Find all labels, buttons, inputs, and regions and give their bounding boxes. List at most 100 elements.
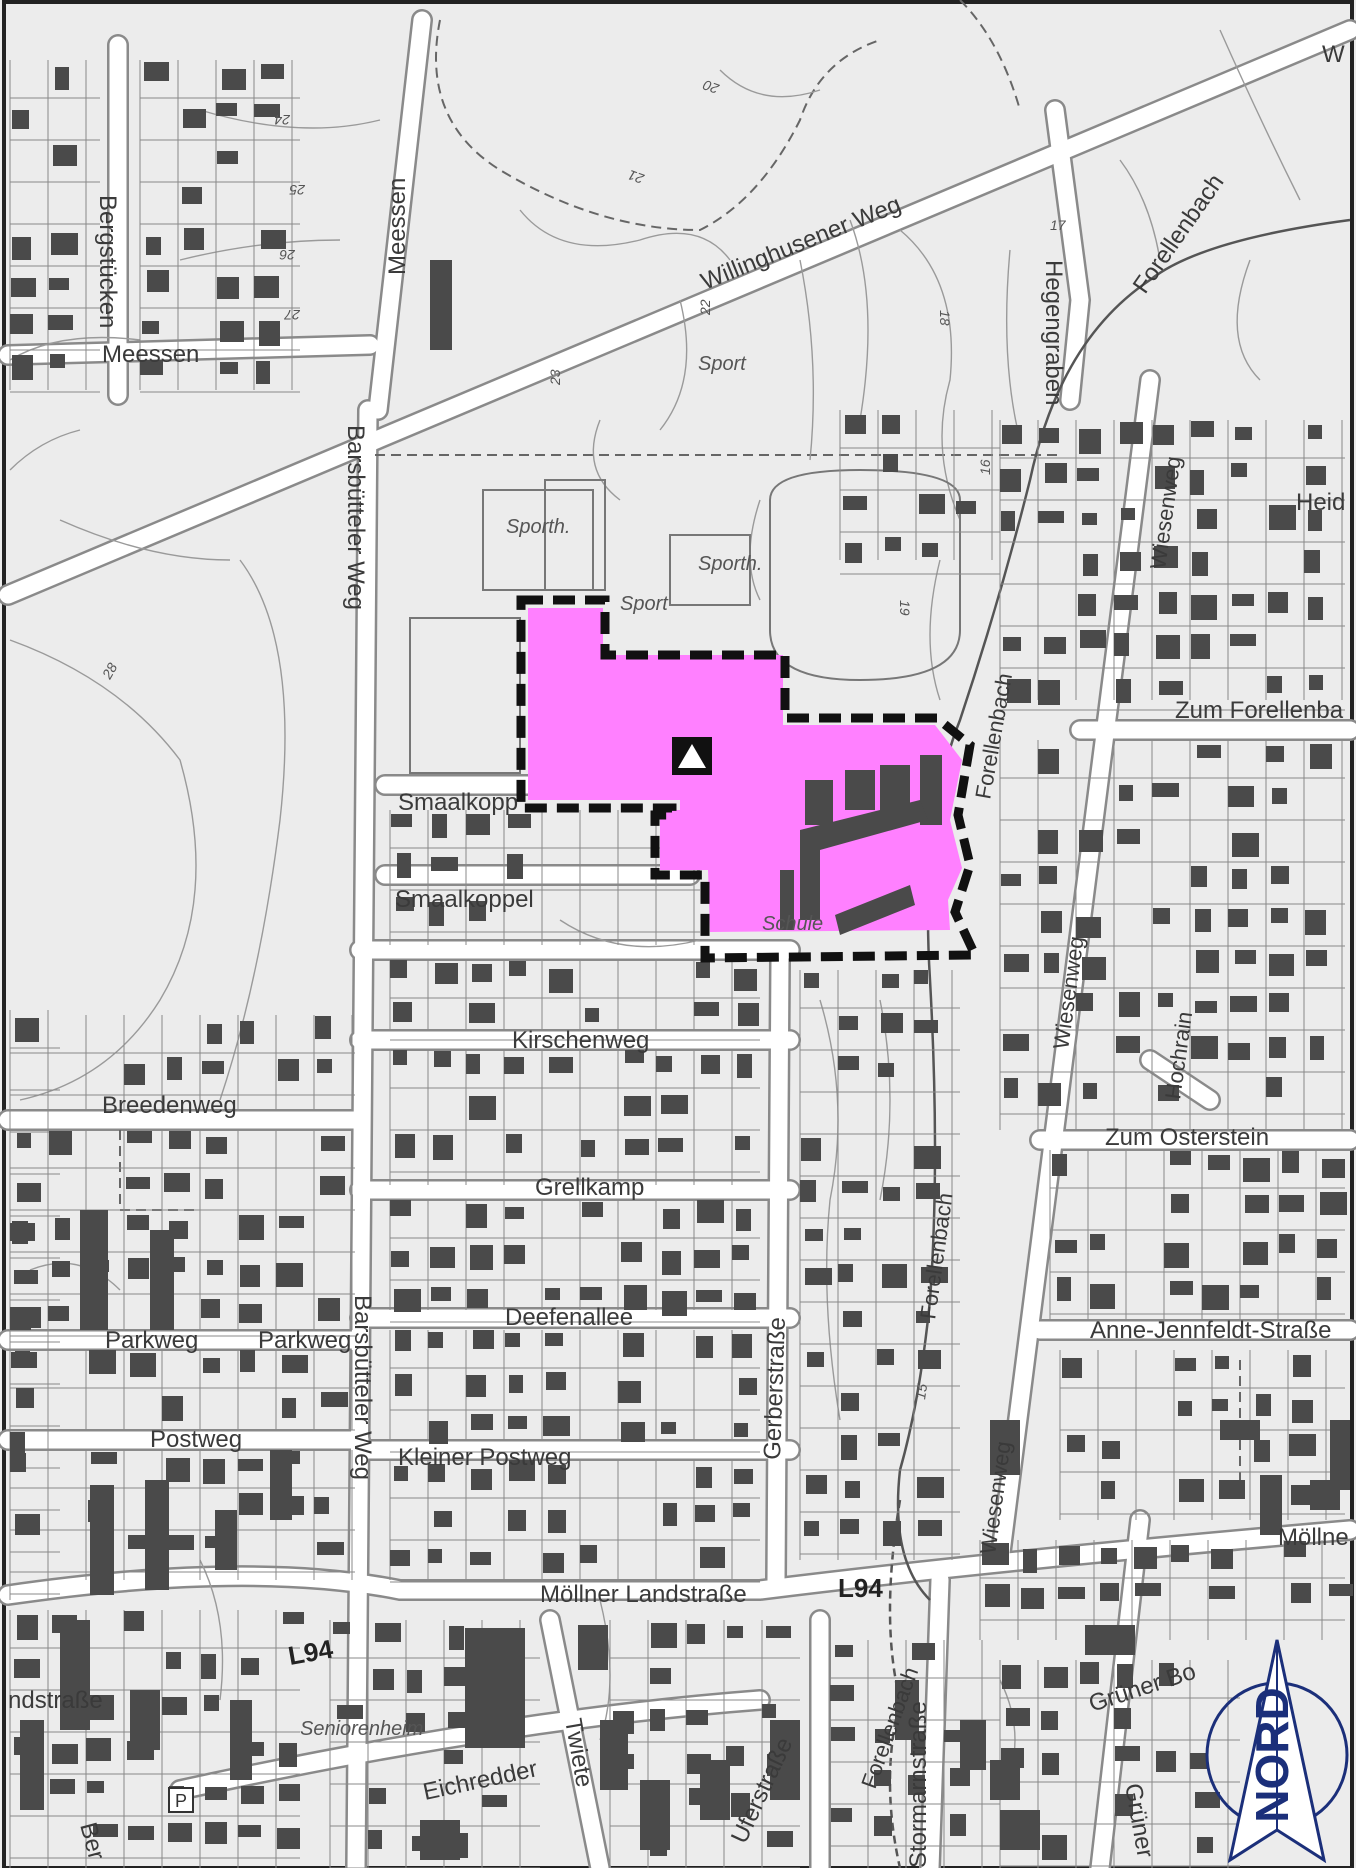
- street-label-kleiner-postweg: Kleiner Postweg: [398, 1444, 571, 1471]
- building: [504, 1057, 524, 1074]
- building: [580, 1287, 602, 1300]
- building: [696, 1467, 712, 1488]
- building: [546, 1372, 566, 1390]
- building: [1305, 910, 1326, 935]
- building: [1267, 676, 1282, 693]
- area-label-sporth-1: Sporth.: [506, 516, 570, 538]
- building: [1080, 1662, 1099, 1684]
- building: [1039, 428, 1059, 443]
- building: [1115, 1794, 1133, 1816]
- building: [1317, 1239, 1337, 1258]
- building: [585, 1008, 599, 1022]
- contour-label: 26: [279, 247, 296, 263]
- building: [663, 1503, 677, 1526]
- building: [393, 1002, 412, 1022]
- building: [15, 1514, 40, 1535]
- building: [1038, 680, 1060, 705]
- building: [916, 1311, 930, 1323]
- building: [469, 1003, 495, 1023]
- building: [124, 1611, 144, 1631]
- building: [1002, 1665, 1021, 1689]
- building: [128, 1258, 149, 1279]
- building: [701, 1055, 720, 1074]
- building: [874, 1816, 892, 1836]
- building: [1117, 829, 1140, 844]
- building: [1039, 866, 1057, 884]
- building: [990, 1420, 1020, 1475]
- building: [625, 1050, 644, 1063]
- building: [736, 1209, 751, 1231]
- building: [396, 897, 414, 911]
- street-label-zum-osterstein: Zum Osterstein: [1105, 1124, 1269, 1151]
- building: [429, 1421, 448, 1444]
- building: [1279, 1234, 1295, 1253]
- building: [333, 1622, 350, 1634]
- contour-label: 19: [897, 600, 913, 616]
- building: [1235, 950, 1256, 964]
- building: [395, 1134, 415, 1158]
- building: [919, 494, 945, 514]
- building: [470, 1552, 491, 1565]
- building: [694, 1250, 720, 1268]
- building: [1078, 594, 1096, 616]
- building: [394, 1466, 408, 1481]
- building: [11, 278, 36, 297]
- building: [49, 278, 69, 290]
- building: [950, 1814, 966, 1836]
- building: [960, 1720, 986, 1770]
- building: [801, 1138, 821, 1161]
- building: [216, 103, 237, 116]
- building: [1119, 785, 1133, 801]
- building: [766, 1626, 791, 1638]
- building: [549, 969, 573, 993]
- street-label-kirschenweg: Kirschenweg: [512, 1027, 649, 1054]
- building: [543, 1553, 564, 1573]
- building: [1317, 1277, 1331, 1300]
- building: [169, 1131, 191, 1149]
- building: [1284, 1541, 1306, 1557]
- building: [1304, 550, 1320, 573]
- building: [661, 1095, 688, 1114]
- building: [806, 1475, 827, 1494]
- building: [732, 1245, 749, 1260]
- building: [883, 1521, 901, 1546]
- building: [661, 1422, 676, 1434]
- building: [1038, 1083, 1061, 1106]
- building: [1191, 866, 1207, 887]
- building: [600, 1720, 628, 1790]
- building: [1230, 634, 1256, 646]
- building: [1330, 1420, 1350, 1490]
- building: [914, 970, 928, 984]
- building: [434, 1051, 451, 1067]
- building: [391, 1251, 409, 1267]
- building: [1041, 911, 1062, 933]
- building: [444, 1750, 463, 1764]
- building: [10, 314, 33, 334]
- building: [220, 321, 244, 342]
- building: [1076, 993, 1093, 1011]
- building: [239, 1215, 264, 1240]
- building: [1079, 429, 1101, 454]
- street-label-smaalkoppel-2: Smaalkoppel: [395, 886, 534, 913]
- building: [1190, 1753, 1207, 1769]
- building: [916, 1183, 940, 1199]
- building: [734, 1423, 748, 1437]
- building: [578, 1625, 608, 1670]
- building: [277, 1828, 300, 1849]
- building: [1038, 511, 1064, 523]
- building: [735, 1136, 750, 1150]
- building: [1271, 866, 1289, 884]
- building: [317, 1542, 344, 1555]
- building: [55, 67, 69, 90]
- building: [80, 1210, 108, 1330]
- street-label-landstrasse-left: ndstraße: [8, 1687, 103, 1714]
- building: [390, 1200, 411, 1216]
- contour-label: 21: [626, 167, 647, 188]
- building: [124, 1064, 145, 1085]
- building: [1306, 950, 1327, 966]
- building: [696, 1290, 722, 1302]
- building: [1114, 595, 1138, 610]
- building: [990, 1760, 1020, 1800]
- building: [239, 1304, 262, 1323]
- building: [1232, 594, 1254, 606]
